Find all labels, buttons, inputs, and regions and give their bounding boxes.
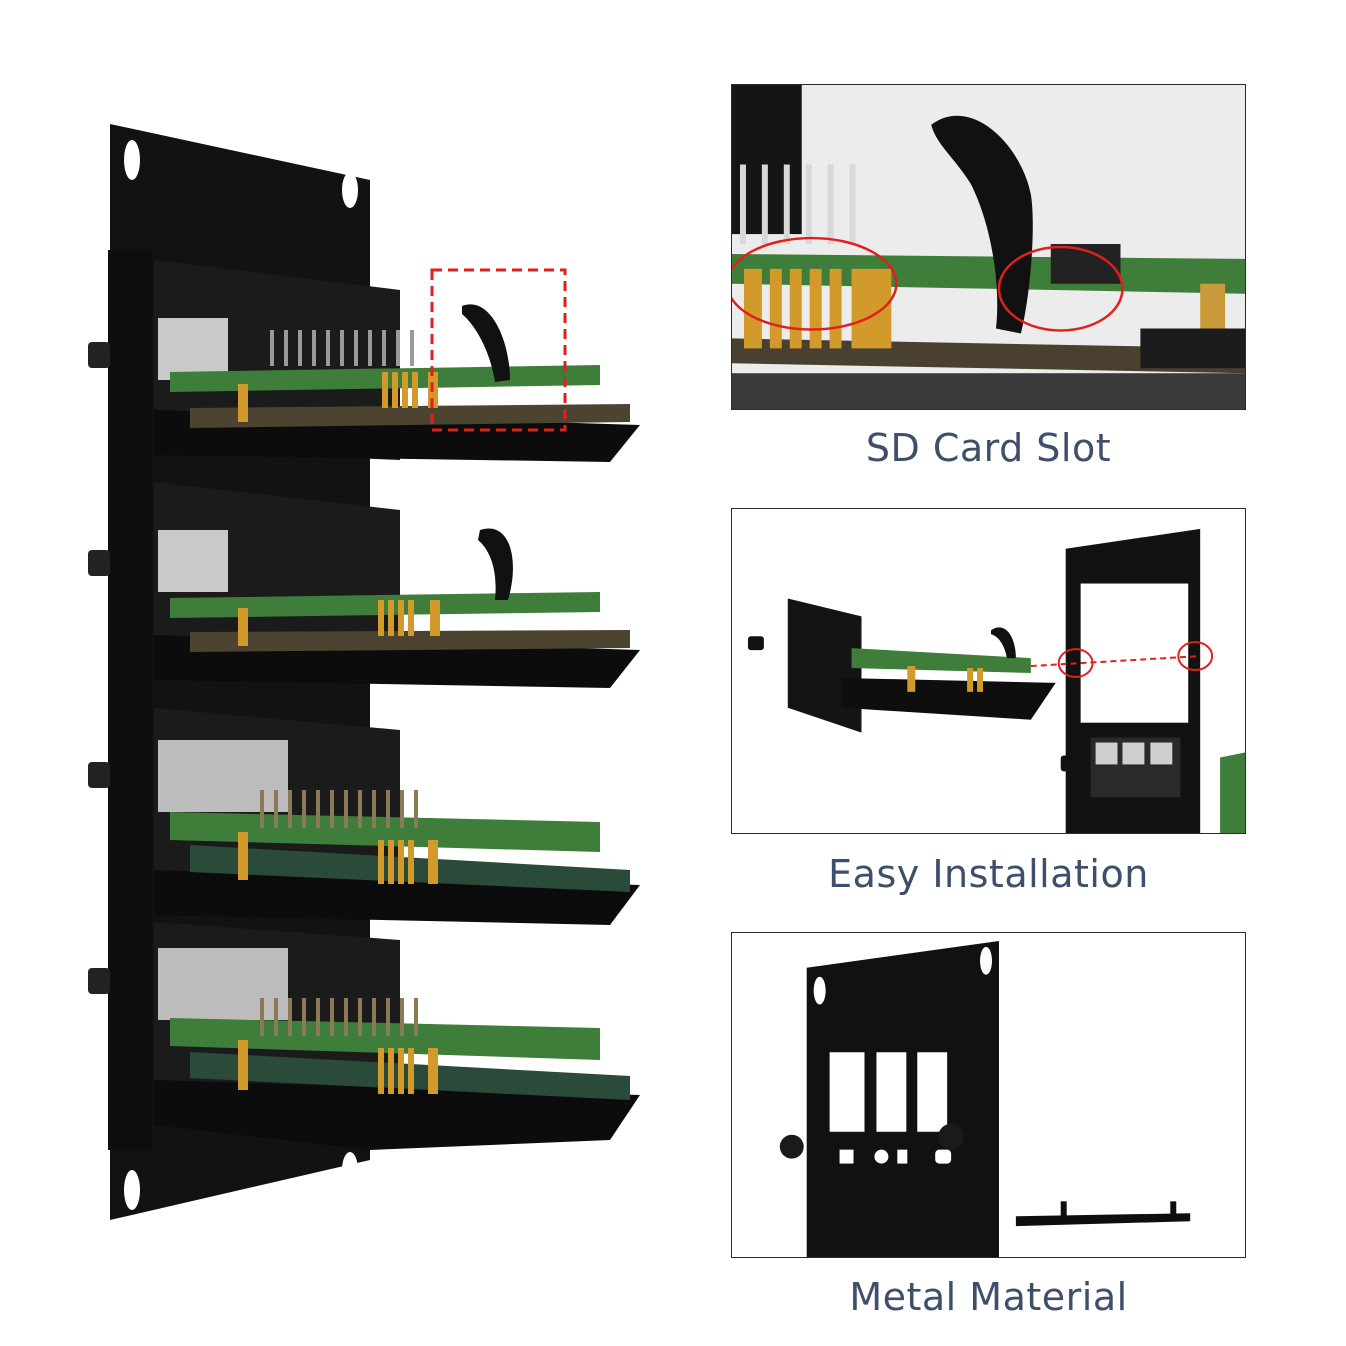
easy-installation-detail-image: [731, 508, 1246, 834]
metal-material-detail-image: [731, 932, 1246, 1258]
caption-sd-card-slot: SD Card Slot: [865, 426, 1112, 470]
caption-metal-material: Metal Material: [849, 1275, 1128, 1319]
sd-card-slot-detail-image: [731, 84, 1246, 410]
rack-mount-product-image: [70, 110, 670, 1240]
caption-easy-installation: Easy Installation: [828, 852, 1149, 896]
